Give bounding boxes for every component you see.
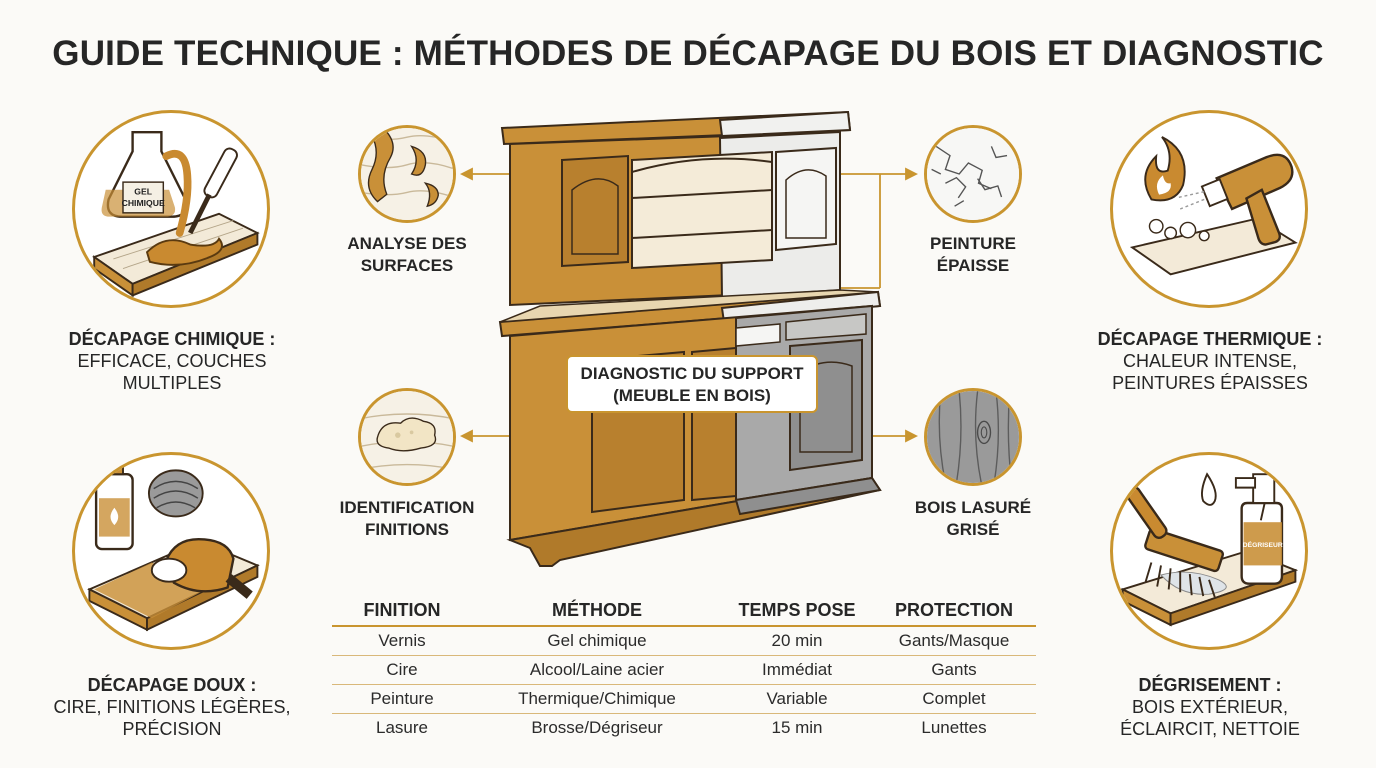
gel-label-1: GEL (134, 187, 152, 197)
thermal-stripping-line2: PEINTURES ÉPAISSES (1112, 373, 1308, 393)
table-cell: 15 min (771, 717, 823, 737)
chemical-stripping-line2: MULTIPLES (122, 373, 222, 393)
degreasing-title: DÉGRISEMENT : (1138, 675, 1282, 695)
table-cell: Peinture (332, 684, 472, 714)
surface-analysis-line2: SURFACES (360, 256, 454, 275)
table-row: Vernis Gel chimique 20 min Gants/Masque (332, 626, 1036, 656)
gentle-stripping-line2: PRÉCISION (122, 719, 222, 739)
page-title: GUIDE TECHNIQUE : MÉTHODES DE DÉCAPAGE D… (52, 34, 1324, 73)
table-cell: Cire (332, 655, 472, 685)
finish-identification-line1: IDENTIFICATION (339, 498, 475, 517)
chemical-stripping-line1: EFFICACE, COUCHES (77, 351, 267, 371)
surface-analysis-label: ANALYSE DES SURFACES (330, 233, 484, 277)
weathered-wood-line1: BOIS LASURÉ (914, 498, 1032, 517)
table-cell: Alcool/Laine acier (472, 655, 722, 685)
degreasing-illustration: DÉGRISEUR (1110, 452, 1308, 650)
thermal-stripping-illustration (1110, 110, 1308, 308)
table-cell: Variable (722, 684, 872, 714)
table-header-row: FINITION MÉTHODE TEMPS POSE PROTECTION (332, 596, 1036, 627)
surface-analysis-line1: ANALYSE DES (347, 234, 467, 253)
support-diagnosis-label: DIAGNOSTIC DU SUPPORT (MEUBLE EN BOIS) (566, 355, 818, 413)
finish-identification-line2: FINITIONS (364, 520, 450, 539)
chemical-stripping-illustration: GEL CHIMIQUE (72, 110, 270, 308)
table-row: Lasure Brosse/Dégriseur 15 min Lunettes (332, 713, 1036, 742)
table-header-protection: PROTECTION (872, 596, 1036, 627)
gentle-stripping-title: DÉCAPAGE DOUX : (87, 675, 257, 695)
weathered-wood-line2: GRISÉ (946, 520, 1000, 539)
thick-paint-line2: ÉPAISSE (936, 256, 1010, 275)
support-diagnosis-line1: DIAGNOSTIC DU SUPPORT (580, 364, 804, 383)
table-cell: Vernis (332, 626, 472, 656)
weathered-wood-detail (924, 388, 1022, 486)
finish-identification-detail (358, 388, 456, 486)
degreaser-label: DÉGRISEUR (1243, 540, 1283, 549)
table-header-finish: FINITION (332, 596, 472, 627)
thick-paint-line1: PEINTURE (930, 234, 1016, 253)
thick-paint-detail (924, 125, 1022, 223)
table-header-time: TEMPS POSE (722, 596, 872, 627)
finish-identification-label: IDENTIFICATION FINITIONS (326, 497, 488, 541)
table-cell: Thermique/Chimique (472, 684, 722, 714)
degreasing-line2: ÉCLAIRCIT, NETTOIE (1120, 719, 1300, 739)
table-cell: Gants/Masque (872, 626, 1036, 656)
chemical-stripping-caption: DÉCAPAGE CHIMIQUE : EFFICACE, COUCHES MU… (50, 328, 294, 394)
chemical-stripping-title: DÉCAPAGE CHIMIQUE : (68, 329, 276, 349)
table-header-method: MÉTHODE (472, 596, 722, 627)
table-cell: Lunettes (921, 717, 987, 737)
degreasing-line1: BOIS EXTÉRIEUR, (1131, 697, 1289, 717)
gentle-stripping-line1: CIRE, FINITIONS LÉGÈRES, (53, 697, 291, 717)
gentle-stripping-caption: DÉCAPAGE DOUX : CIRE, FINITIONS LÉGÈRES,… (40, 674, 304, 740)
surface-analysis-detail (358, 125, 456, 223)
stripping-methods-table: FINITION MÉTHODE TEMPS POSE PROTECTION V… (332, 596, 1036, 742)
table-cell: 20 min (722, 626, 872, 656)
table-cell: Gel chimique (472, 626, 722, 656)
table-row: Peinture Thermique/Chimique Variable Com… (332, 684, 1036, 714)
weathered-wood-label: BOIS LASURÉ GRISÉ (900, 497, 1046, 541)
table-cell: Complet (872, 684, 1036, 714)
thermal-stripping-caption: DÉCAPAGE THERMIQUE : CHALEUR INTENSE, PE… (1072, 328, 1348, 394)
support-diagnosis-line2: (MEUBLE EN BOIS) (613, 386, 771, 405)
thermal-stripping-line1: CHALEUR INTENSE, (1122, 351, 1298, 371)
table-cell: Lasure (376, 717, 428, 737)
table-row: Cire Alcool/Laine acier Immédiat Gants (332, 655, 1036, 685)
thermal-stripping-title: DÉCAPAGE THERMIQUE : (1097, 329, 1323, 349)
gentle-stripping-illustration (72, 452, 270, 650)
table-cell: Gants (872, 655, 1036, 685)
table-cell: Brosse/Dégriseur (531, 717, 663, 737)
degreasing-caption: DÉGRISEMENT : BOIS EXTÉRIEUR, ÉCLAIRCIT,… (1086, 674, 1334, 740)
table-cell: Immédiat (722, 655, 872, 685)
gel-label-2: CHIMIQUE (122, 198, 165, 208)
thick-paint-label: PEINTURE ÉPAISSE (900, 233, 1046, 277)
